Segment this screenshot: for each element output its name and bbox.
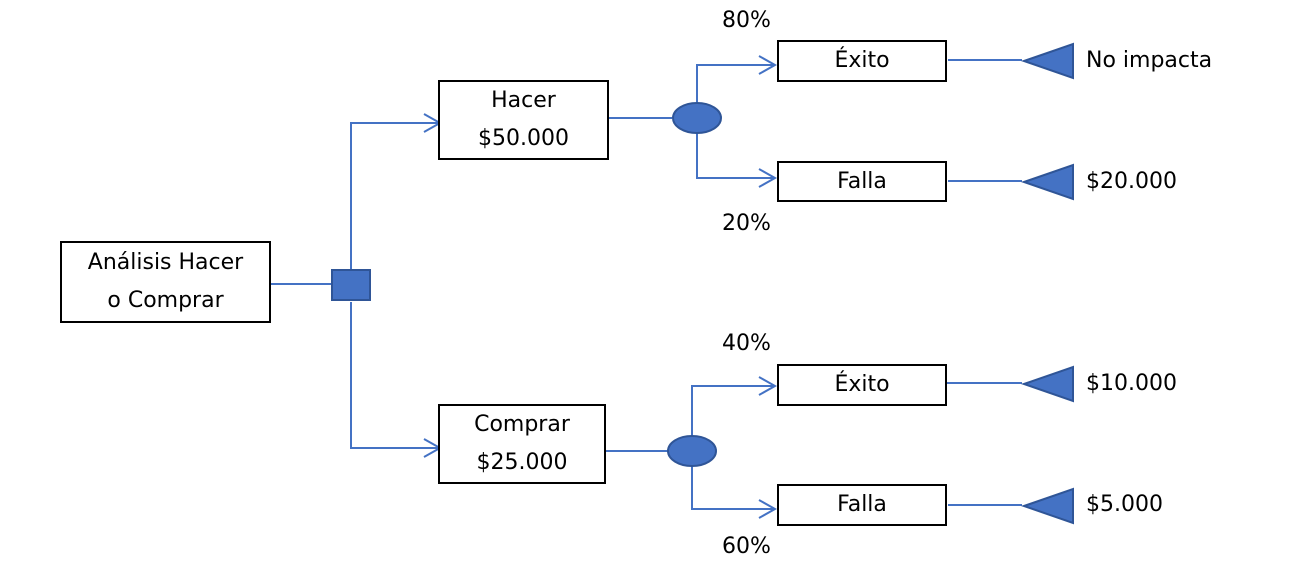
arrowhead-comprar-falla: [758, 499, 778, 519]
end-triangle-icon: [1020, 42, 1074, 80]
option-box-hacer: Hacer $50.000: [438, 80, 609, 160]
connector-comprar-falla: [691, 465, 773, 510]
root-node-line1: Análisis Hacer: [87, 250, 244, 275]
result-label: No impacta: [1086, 48, 1213, 73]
arrowhead-comprar-exito: [758, 376, 778, 396]
root-node-line2: o Comprar: [107, 288, 224, 313]
decision-square-icon: [331, 269, 371, 301]
result-label: $5.000: [1086, 492, 1163, 517]
outcome-box-comprar-exito: Éxito: [777, 364, 947, 406]
connector-hacer-falla: [696, 132, 773, 179]
outcome-box-hacer-exito: Éxito: [777, 40, 947, 82]
probability-label: 80%: [722, 8, 771, 33]
result-label: $10.000: [1086, 371, 1177, 396]
option-name: Hacer: [491, 88, 556, 113]
chance-circle-icon: [667, 435, 717, 467]
end-triangle-icon: [1020, 487, 1074, 525]
outcome-box-hacer-falla: Falla: [777, 161, 947, 202]
end-triangle-icon: [1020, 365, 1074, 403]
outcome-label: Falla: [837, 168, 887, 194]
result-label: $20.000: [1086, 169, 1177, 194]
option-box-comprar: Comprar $25.000: [438, 404, 606, 484]
connector-hacer-exito: [696, 64, 773, 104]
probability-label: 40%: [722, 331, 771, 356]
arrowhead-hacer-falla: [758, 168, 778, 188]
end-triangle-icon: [1020, 163, 1074, 201]
outcome-label: Éxito: [834, 372, 890, 397]
connector-trunk-comprar: [350, 302, 438, 449]
option-cost: $50.000: [478, 126, 569, 151]
option-cost: $25.000: [476, 450, 568, 475]
probability-label: 60%: [722, 534, 771, 559]
outcome-label: Falla: [837, 492, 887, 517]
arrowhead-hacer-exito: [758, 55, 778, 75]
outcome-label: Éxito: [834, 48, 890, 73]
option-name: Comprar: [474, 412, 570, 437]
root-node-box: Análisis Hacer o Comprar: [60, 241, 271, 323]
outcome-box-comprar-falla: Falla: [777, 484, 947, 526]
chance-circle-icon: [672, 102, 722, 134]
probability-label: 20%: [722, 211, 771, 236]
connector-comprar-exito: [691, 385, 773, 437]
connector-trunk-hacer: [350, 122, 438, 273]
